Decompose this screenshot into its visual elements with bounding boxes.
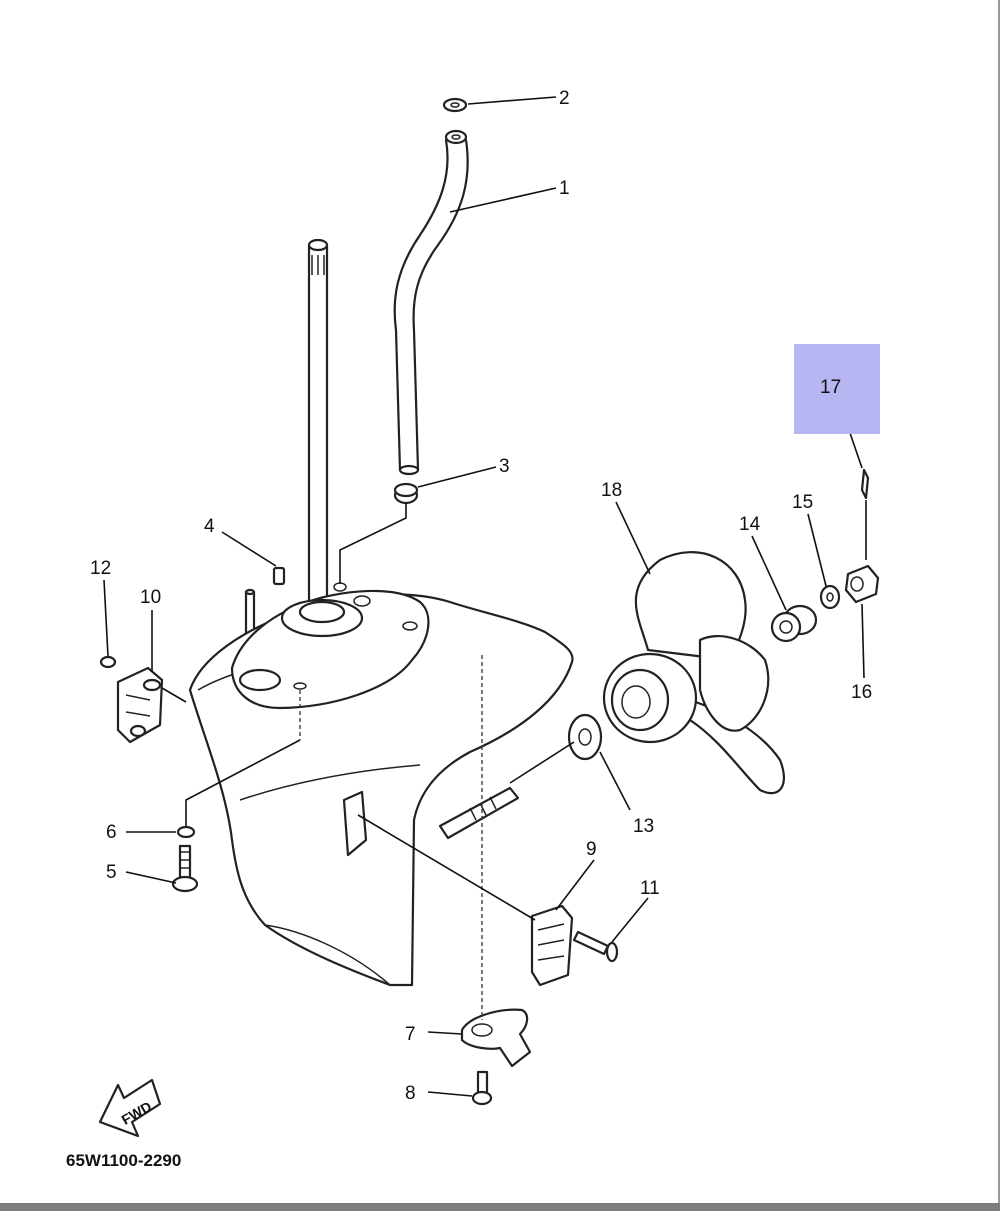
callout-2[interactable]: 2 [559, 88, 570, 109]
fwd-arrow-icon: FWD [98, 1078, 162, 1138]
callout-4[interactable]: 4 [204, 516, 215, 537]
leader-lines [103, 96, 867, 1097]
callout-5[interactable]: 5 [106, 862, 117, 883]
part-18-propeller[interactable] [602, 551, 785, 795]
alignment-lines [299, 655, 483, 1020]
part-3-grommet[interactable] [393, 482, 419, 505]
lower-case-housing [188, 582, 574, 987]
viewer-right-border [998, 0, 1000, 1211]
part-7-trim-tab[interactable] [460, 1008, 532, 1068]
callout-1[interactable]: 1 [559, 178, 570, 199]
part-5-bolt[interactable] [171, 844, 199, 893]
callout-17[interactable]: 17 [820, 377, 841, 398]
callout-3[interactable]: 3 [499, 456, 510, 477]
callout-14[interactable]: 14 [739, 514, 761, 535]
callout-13[interactable]: 13 [633, 816, 654, 837]
part-4-dowel-pin[interactable] [272, 566, 286, 586]
callout-15[interactable]: 15 [792, 492, 813, 513]
drive-shaft [307, 238, 329, 607]
viewer-bottom-bar [0, 1203, 1000, 1211]
part-17-cotter-pin[interactable] [860, 468, 870, 500]
callout-17-highlight [794, 344, 880, 434]
callout-7[interactable]: 7 [405, 1024, 416, 1045]
part-15-washer[interactable] [819, 584, 841, 610]
part-8-bolt[interactable] [471, 1070, 493, 1106]
part-14-spacer[interactable] [770, 604, 818, 643]
callout-11[interactable]: 11 [640, 878, 660, 899]
callout-6[interactable]: 6 [106, 822, 117, 843]
diagram-part-code: 65W1100-2290 [66, 1151, 181, 1170]
part-13-thrust-washer[interactable] [567, 713, 603, 761]
callout-9[interactable]: 9 [586, 839, 597, 860]
callout-8[interactable]: 8 [405, 1083, 416, 1104]
part-9-anode[interactable] [530, 904, 574, 987]
part-11-screw[interactable] [572, 930, 619, 963]
callout-18[interactable]: 18 [601, 480, 622, 501]
part-6-washer[interactable] [176, 825, 196, 839]
part-1-water-tube[interactable] [393, 129, 469, 476]
part-12-nut[interactable] [99, 655, 117, 669]
callout-12[interactable]: 12 [90, 558, 111, 579]
part-2-washer[interactable] [442, 97, 468, 113]
callout-10[interactable]: 10 [140, 587, 161, 608]
callout-16[interactable]: 16 [851, 682, 872, 703]
part-10-anode[interactable] [116, 666, 164, 744]
part-16-castle-nut[interactable] [844, 564, 880, 604]
